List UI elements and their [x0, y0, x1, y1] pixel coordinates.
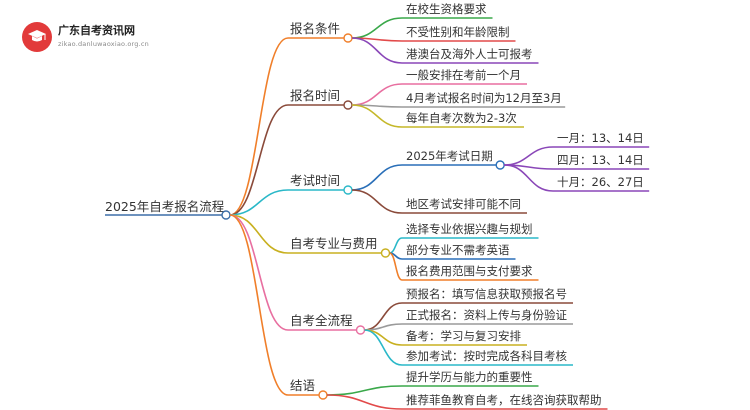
branch-knob[interactable] — [343, 100, 353, 110]
child-connector — [364, 329, 403, 366]
grandchild-connector — [504, 146, 554, 166]
child-connector — [389, 252, 403, 281]
branch-knob[interactable] — [318, 390, 328, 400]
child-connector — [364, 323, 403, 331]
child-label: 正式报名：资料上传与身份验证 — [406, 308, 567, 322]
branch-connector — [229, 189, 289, 216]
child-label: 备考：学习与复习安排 — [406, 329, 521, 343]
child-label: 一般安排在考前一个月 — [406, 68, 521, 82]
branch-label: 结语 — [290, 378, 315, 393]
child-label: 地区考试安排可能不同 — [406, 197, 521, 211]
logo-url: zikao.danluwaoxiao.org.cn — [58, 40, 149, 48]
child-connector — [326, 394, 403, 410]
branch-knob[interactable] — [343, 33, 353, 43]
branch-connector — [229, 214, 289, 254]
child-label: 选择专业依据兴趣与规划 — [406, 222, 533, 236]
child-label: 报名费用范围与支付要求 — [406, 264, 533, 278]
grandchild-connector — [504, 164, 554, 192]
child-connector — [364, 302, 403, 331]
child-connector — [389, 237, 403, 254]
child-connector — [351, 104, 403, 128]
root-label: 2025年自考报名流程 — [105, 199, 225, 214]
branch-connector — [229, 37, 289, 216]
branch-knob[interactable] — [343, 185, 353, 195]
branch-connector — [229, 214, 289, 331]
branch-label: 自考全流程 — [290, 313, 353, 328]
child-label: 不受性别和年龄限制 — [406, 25, 510, 39]
child-label: 2025年考试日期 — [406, 149, 493, 163]
child-label: 预报名：填写信息获取预报名号 — [406, 287, 567, 301]
child-label: 推荐菲鱼教育自考，在线咨询获取帮助 — [406, 393, 602, 407]
child-label: 部分专业不需考英语 — [406, 243, 510, 257]
branch-knob[interactable] — [355, 325, 366, 335]
child-label: 参加考试：按时完成各科目考核 — [406, 349, 567, 363]
branch-label: 报名条件 — [290, 21, 340, 36]
child-connector — [351, 37, 403, 64]
grandchild-label: 十月：26、27日 — [557, 175, 644, 189]
branch-label: 自考专业与费用 — [290, 236, 378, 251]
child-label: 港澳台及海外人士可报考 — [406, 47, 533, 61]
grandchild-label: 四月：13、14日 — [557, 153, 644, 167]
child-label: 4月考试报名时间为12月至3月 — [406, 91, 562, 105]
logo-title: 广东自考资讯网 — [58, 24, 135, 37]
child-connector — [351, 189, 403, 214]
branch-connector — [229, 104, 289, 216]
child-label: 每年自考次数为2-3次 — [406, 111, 517, 125]
child-connector — [351, 164, 403, 191]
root-knob[interactable] — [221, 210, 231, 220]
child-label: 在校生资格要求 — [406, 2, 487, 16]
child-label: 提升学历与能力的重要性 — [406, 370, 533, 384]
grandchild-label: 一月：13、14日 — [557, 131, 644, 145]
child-connector — [351, 83, 403, 106]
branch-connector — [229, 214, 289, 396]
branch-label: 报名时间 — [290, 88, 340, 103]
site-logo: 广东自考资讯网 zikao.danluwaoxiao.org.cn — [22, 18, 172, 56]
branch-label: 考试时间 — [290, 173, 340, 188]
graduation-cap-icon — [22, 22, 52, 52]
child-knob[interactable] — [495, 160, 505, 170]
branch-knob[interactable] — [380, 248, 391, 258]
child-connector — [364, 329, 403, 346]
child-connector — [326, 385, 403, 396]
child-connector — [351, 17, 403, 39]
